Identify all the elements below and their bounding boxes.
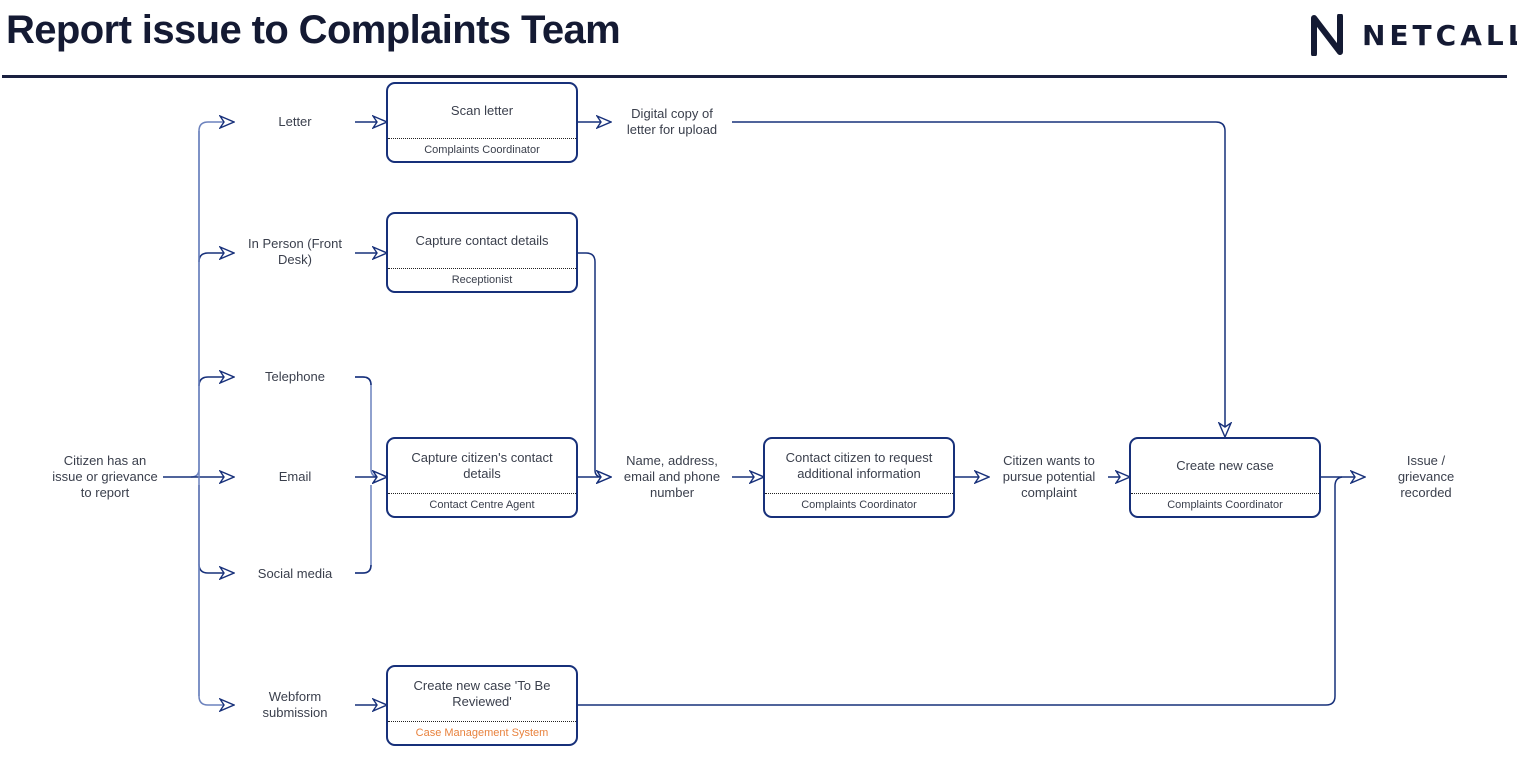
task-contact-citizen[interactable]: Contact citizen to request additional in… <box>763 437 955 518</box>
channel-email: Email <box>278 469 312 484</box>
task-title: Scan letter <box>450 103 514 118</box>
task-create-case-to-be-reviewed[interactable]: Create new case 'To Be Reviewed' Case Ma… <box>386 665 578 746</box>
connector-social-bracket <box>355 485 372 574</box>
task-role: Contact Centre Agent <box>388 493 576 516</box>
channel-webform: Webform submission <box>262 689 328 720</box>
connector-capture-name <box>577 252 610 477</box>
task-title: Create new case <box>1176 458 1274 473</box>
header-divider <box>2 75 1507 78</box>
connector-to-telephone <box>198 377 233 387</box>
artifact-digital-copy: Digital copy of letter for upload <box>626 106 718 137</box>
task-capture-citizen-contact[interactable]: Capture citizen's contact details Contac… <box>386 437 578 518</box>
netcall-logo: NETCALL <box>1310 14 1517 56</box>
artifact-wants-to-pursue: Citizen wants to pursue potential compla… <box>1002 453 1096 500</box>
connector-to-social <box>198 485 233 573</box>
task-title: Capture citizen's contact details <box>411 450 553 481</box>
channel-social-media: Social media <box>257 566 333 581</box>
start-event-label: Citizen has an issue or grievance to rep… <box>52 453 158 500</box>
end-event-recorded: Issue / grievance recorded <box>1397 453 1455 500</box>
task-role: Complaints Coordinator <box>1131 493 1319 516</box>
connector-telephone-bracket <box>355 376 386 477</box>
connector-to-in-person <box>198 253 233 263</box>
connector-to-letter <box>190 122 233 478</box>
channel-telephone: Telephone <box>265 369 325 384</box>
task-capture-contact-details[interactable]: Capture contact details Receptionist <box>386 212 578 293</box>
page-title: Report issue to Complaints Team <box>6 8 621 52</box>
connector-to-webform <box>198 564 233 705</box>
artifact-name-address: Name, address, email and phone number <box>623 453 721 500</box>
task-role: Complaints Coordinator <box>388 138 576 161</box>
task-scan-letter[interactable]: Scan letter Complaints Coordinator <box>386 82 578 163</box>
task-role-system: Case Management System <box>388 721 576 744</box>
channel-letter: Letter <box>278 114 312 129</box>
connector-webform-recorded <box>577 476 1343 706</box>
channel-in-person: In Person (Front Desk) <box>248 236 342 267</box>
task-role: Receptionist <box>388 268 576 291</box>
task-role: Complaints Coordinator <box>765 493 953 516</box>
task-title: Capture contact details <box>415 233 549 248</box>
connector-digital-create <box>732 121 1225 436</box>
task-title: Create new case 'To Be Reviewed' <box>413 678 551 709</box>
task-title: Contact citizen to request additional in… <box>785 450 933 481</box>
task-create-new-case[interactable]: Create new case Complaints Coordinator <box>1129 437 1321 518</box>
logo-text: NETCALL <box>1362 18 1517 52</box>
netcall-n-icon <box>1311 14 1343 56</box>
